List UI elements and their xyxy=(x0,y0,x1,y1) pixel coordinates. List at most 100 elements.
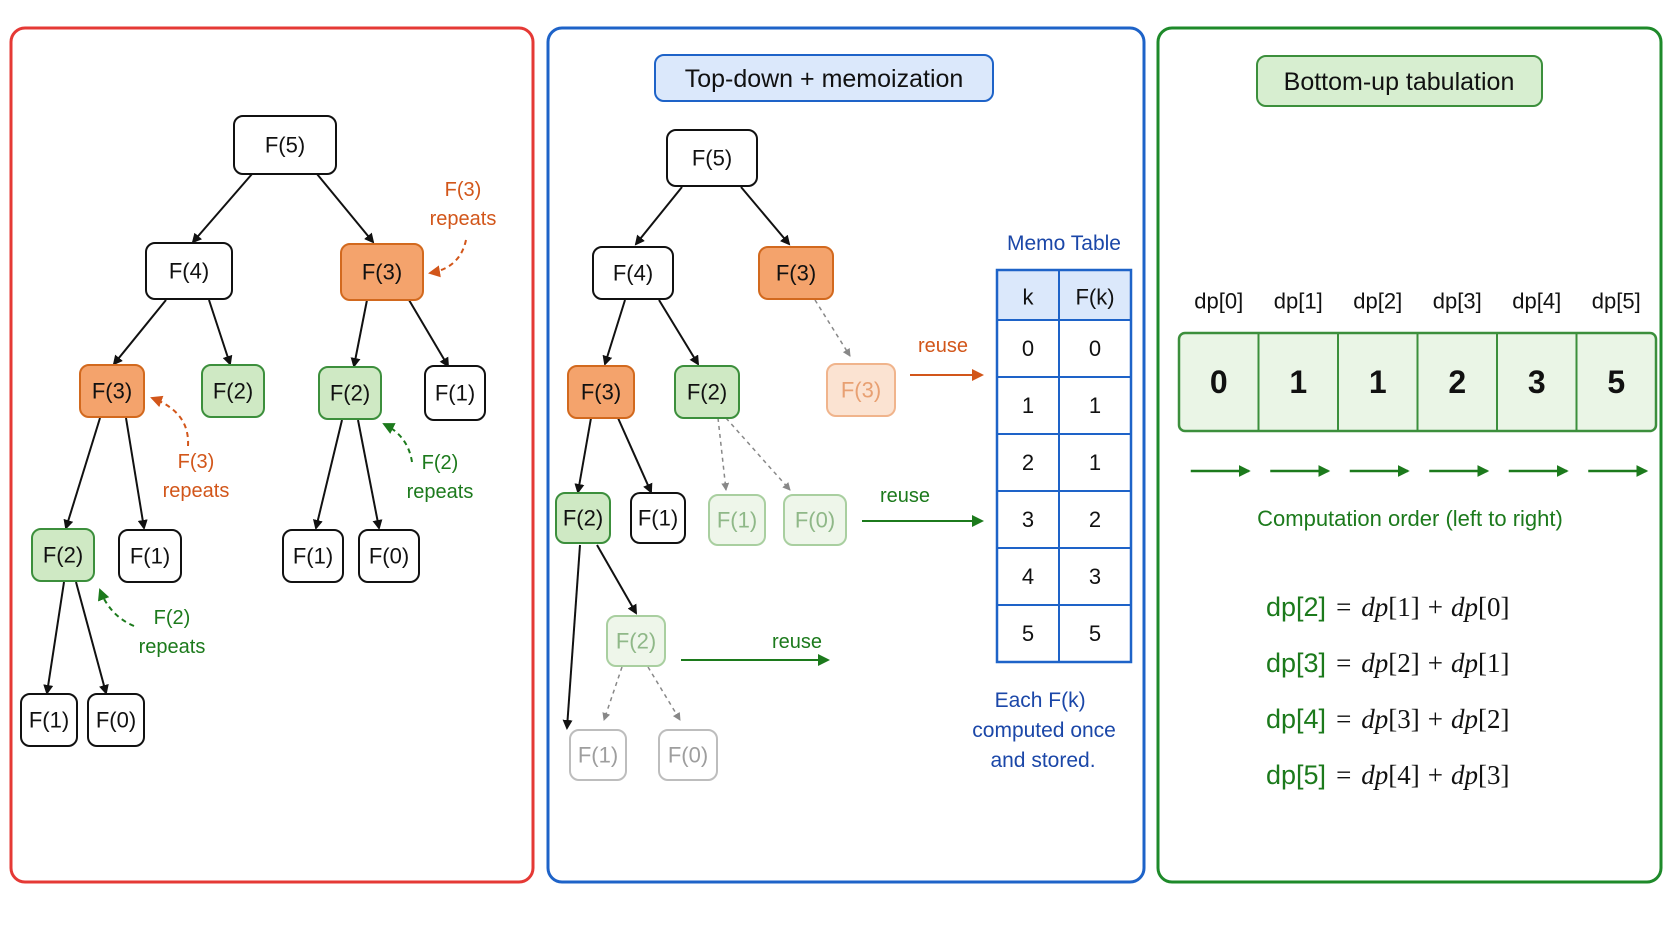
repeats-annotation: F(3) repeats xyxy=(163,451,230,502)
equation-lhs: dp[3] xyxy=(1266,648,1326,678)
tree-node-label: F(2) xyxy=(616,629,656,654)
memo-cell: 1 xyxy=(1089,450,1101,475)
panel2-title-box xyxy=(654,54,994,102)
tree-node-label: F(3) xyxy=(92,379,132,404)
panel-top-down xyxy=(546,26,1146,884)
equation-equals: = xyxy=(1336,592,1351,622)
tree-node-p1-f1-b: F(1) xyxy=(118,529,182,583)
edge xyxy=(562,544,581,730)
panel1-annotations: F(3)repeatsF(3)repeatsF(2)repeatsF(2)rep… xyxy=(139,179,497,658)
repeat-arrow xyxy=(97,588,135,627)
tree-node-label: F(2) xyxy=(213,379,253,404)
repeats-annotation: F(2) repeats xyxy=(407,452,474,503)
ghost-edge xyxy=(725,417,791,491)
tree-node-label: F(3) xyxy=(776,261,816,286)
tree-node-label: F(2) xyxy=(330,381,370,406)
tree-node-p2-f4: F(4) xyxy=(592,246,674,300)
dp-cell-value: 1 xyxy=(1289,364,1307,400)
equation-plus: + xyxy=(1428,592,1443,622)
tree-node-label: F(0) xyxy=(668,743,708,768)
tree-node-p2-f1-a: F(1) xyxy=(630,492,686,544)
equation-equals: = xyxy=(1336,760,1351,790)
equation-term: dp xyxy=(1451,592,1478,622)
tree-node-label: F(2) xyxy=(563,506,603,531)
dp-index-label: dp[0] xyxy=(1194,289,1243,314)
tree-node-p2-f2-a: F(2) xyxy=(674,365,740,419)
tree-node-box xyxy=(606,615,666,667)
dp-index-label: dp[2] xyxy=(1353,289,1402,314)
tree-node-p2-f3-left: F(3) xyxy=(567,365,635,419)
tree-node-p1-f1-c: F(1) xyxy=(282,529,344,583)
memo-cell: 5 xyxy=(1089,621,1101,646)
tree-node-p2-f1-ghost-a: F(1) xyxy=(708,494,766,546)
equation-term: dp xyxy=(1451,704,1478,734)
recurrence-equation: dp[5]=dp[4]+dp[3] xyxy=(1266,760,1510,790)
tree-node-p1-f2-b: F(2) xyxy=(318,366,382,420)
tree-node-box xyxy=(708,494,766,546)
equation-term: dp xyxy=(1361,760,1388,790)
panel3-title: Bottom-up tabulation xyxy=(1284,68,1515,96)
tree-node-box xyxy=(630,492,686,544)
repeat-arrow xyxy=(428,239,467,278)
tree-node-p1-f0-a: F(0) xyxy=(358,529,420,583)
annotation-line: F(2) xyxy=(422,452,459,474)
tree-node-box xyxy=(340,243,424,301)
ghost-edge xyxy=(602,666,623,721)
tree-node-p1-f2-c: F(2) xyxy=(31,528,95,582)
tree-node-box xyxy=(20,693,78,747)
tree-node-box xyxy=(358,529,420,583)
annotation-line: repeats xyxy=(430,208,497,230)
memo-header-bg xyxy=(997,270,1131,320)
edge xyxy=(740,186,791,246)
annotation-line: repeats xyxy=(163,480,230,502)
memo-cell: 4 xyxy=(1022,564,1034,589)
tree-node-label: F(0) xyxy=(96,708,136,733)
recurrence-equation: dp[3]=dp[2]+dp[1] xyxy=(1266,648,1510,678)
tree-node-box xyxy=(666,129,758,187)
reuse-label: reuse xyxy=(880,485,930,507)
tree-node-label: F(2) xyxy=(43,543,83,568)
tree-node-box xyxy=(145,242,233,300)
tree-node-label: F(0) xyxy=(795,508,835,533)
tree-node-box xyxy=(758,246,834,300)
edge xyxy=(125,417,148,530)
edge xyxy=(408,299,450,368)
tree-node-label: F(1) xyxy=(578,743,618,768)
tree-node-label: F(4) xyxy=(613,261,653,286)
tree-node-box xyxy=(201,364,265,418)
dp-cell-value: 1 xyxy=(1369,364,1387,400)
repeats-annotation: F(2)repeats xyxy=(139,607,206,658)
tree-node-box xyxy=(674,365,740,419)
tree-node-p1-f1-a: F(1) xyxy=(424,365,486,421)
equation-index: [3] xyxy=(1478,760,1509,790)
equation-index: [2] xyxy=(1388,648,1419,678)
reuse-label: reuse xyxy=(918,335,968,357)
equation-lhs: dp[5] xyxy=(1266,760,1326,790)
tree-node-p2-f3-right: F(3) xyxy=(758,246,834,300)
equation-equals: = xyxy=(1336,648,1351,678)
tree-node-box xyxy=(567,365,635,419)
tree-node-box xyxy=(569,729,627,781)
dp-index-label: dp[4] xyxy=(1512,289,1561,314)
tree-node-box xyxy=(79,364,145,418)
ghost-edge xyxy=(647,666,681,721)
panel2-ghost-edges xyxy=(602,299,851,721)
tree-node-p1-f3-left: F(3) xyxy=(79,364,145,418)
edge xyxy=(602,299,626,366)
annotation-line: repeats xyxy=(407,481,474,503)
equation-term: dp xyxy=(1361,592,1388,622)
tree-node-box xyxy=(118,529,182,583)
edge xyxy=(191,173,253,244)
equation-term: dp xyxy=(1451,648,1478,678)
memo-header-cell: k xyxy=(1023,285,1035,310)
edge xyxy=(617,417,653,494)
tree-node-label: F(1) xyxy=(130,544,170,569)
panel2-nodes: F(5)F(4)F(3)F(3)F(3)F(2)F(1)F(0)F(2)F(1)… xyxy=(555,129,896,781)
tree-node-box xyxy=(592,246,674,300)
tree-node-box xyxy=(233,115,337,175)
annotation-line: F(3) xyxy=(178,451,215,473)
computation-order-caption: Computation order (left to right) xyxy=(1257,506,1563,531)
edge xyxy=(357,419,383,530)
tree-node-label: F(1) xyxy=(29,708,69,733)
tree-node-p2-f2-ghost: F(2) xyxy=(606,615,666,667)
